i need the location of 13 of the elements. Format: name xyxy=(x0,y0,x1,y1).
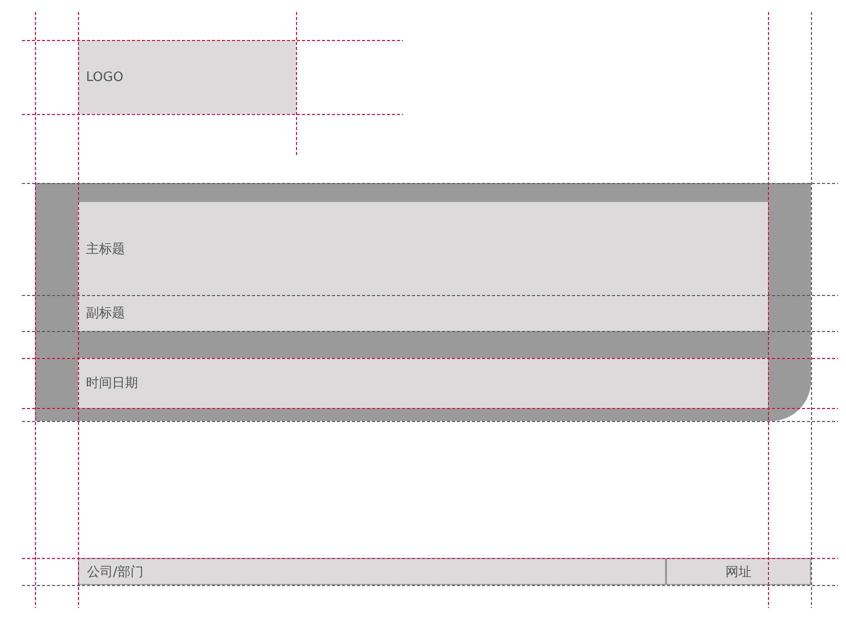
placeholder-text: 主标题 xyxy=(86,240,125,258)
date-area xyxy=(78,358,768,408)
footer-url-area xyxy=(666,558,811,585)
placeholder-text: 公司/部门 xyxy=(87,564,144,580)
footer-company-area xyxy=(78,558,666,585)
subtitle-area xyxy=(78,295,768,331)
placeholder-text: LOGO xyxy=(86,70,124,84)
main-title-area xyxy=(78,202,768,295)
placeholder-text: 网址 xyxy=(726,564,752,580)
title-band xyxy=(35,183,811,421)
placeholder-text: 副标题 xyxy=(86,305,125,322)
placeholder-text: 时间日期 xyxy=(86,375,138,392)
placeholder-panel xyxy=(78,40,296,114)
